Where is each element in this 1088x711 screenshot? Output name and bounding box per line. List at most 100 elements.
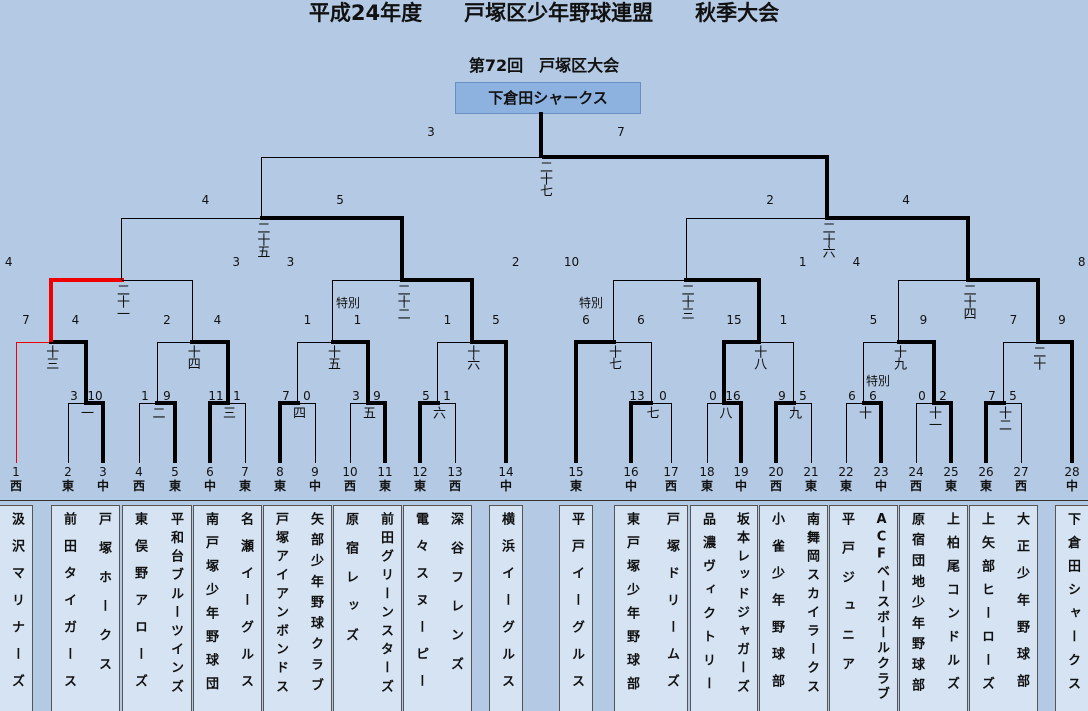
bracket-line: [898, 280, 899, 342]
bracket-line: [931, 342, 936, 403]
bracket-line: [966, 278, 1040, 282]
score-right: 5: [1009, 389, 1017, 403]
team-area: 東: [569, 479, 583, 493]
game-number-label: 七: [643, 406, 659, 418]
game-number-label: 十五: [325, 345, 340, 369]
score-right: 10: [87, 389, 103, 403]
bracket-line: [1020, 403, 1022, 463]
game-number-label: 一: [78, 406, 93, 418]
team-number: 15: [568, 465, 584, 479]
game-number-label: 十二: [996, 406, 1011, 430]
team-area: 東: [238, 479, 252, 493]
bracket-line: [437, 342, 438, 403]
team-name: 戸塚ホークス: [96, 512, 111, 686]
game-number-label: 九: [786, 406, 801, 418]
bracket-line: [83, 401, 105, 405]
score-left: 1: [443, 313, 452, 327]
bracket-line: [984, 403, 988, 463]
team-name: 上柏尾コンドルズ: [944, 512, 959, 700]
bracket-line: [916, 402, 934, 404]
score-right: 5: [799, 389, 807, 403]
bracket-line: [297, 342, 298, 403]
team-number: 4: [135, 465, 143, 479]
score-right: 0: [303, 389, 311, 403]
page-title: 平成24年度 戸塚区少年野球連盟 秋季大会: [308, 1, 780, 25]
game-number-label: 二十六: [819, 221, 835, 257]
bracket-line: [861, 401, 883, 405]
team-number: 24: [908, 465, 924, 479]
bracket-line: [469, 280, 474, 342]
score-right: 1: [353, 313, 362, 327]
bracket-line: [48, 340, 88, 344]
team-number: 1: [12, 465, 20, 479]
team-area: 東: [700, 479, 714, 493]
team-area: 西: [448, 479, 462, 493]
bracket-line: [863, 341, 899, 343]
bracket-line: [349, 403, 351, 463]
bracket-line: [1003, 342, 1004, 403]
game-number-label: 三: [220, 406, 235, 418]
team-number: 12: [412, 465, 428, 479]
team-group-box: [969, 505, 1038, 711]
bracket-line: [16, 341, 51, 343]
bracket-line: [706, 403, 708, 463]
bracket-line: [629, 401, 653, 405]
bracket-line: [121, 217, 262, 219]
bracket-line: [418, 403, 422, 463]
bracket-line: [297, 402, 315, 404]
score-right: 9: [163, 389, 171, 403]
bracket-line: [774, 403, 778, 463]
bracket-line: [418, 401, 440, 405]
team-area: 東: [413, 479, 427, 493]
team-name: 上矢部ヒーローズ: [979, 512, 994, 700]
team-name: 矢部少年野球クラブ: [308, 512, 323, 699]
bracket-line: [261, 156, 545, 158]
special-annotation: 特別: [335, 296, 361, 310]
team-name: 横浜イーグルス: [499, 512, 514, 701]
bracket-line: [629, 403, 633, 463]
bracket-line: [297, 341, 333, 343]
team-area: 西: [1014, 479, 1028, 493]
score-right: 1: [779, 313, 788, 327]
team-group-box: [193, 505, 262, 711]
team-number: 25: [943, 465, 959, 479]
team-group-box: [899, 505, 968, 711]
team-number: 7: [241, 465, 249, 479]
score-right: 4: [71, 313, 80, 327]
bracket-line: [613, 280, 614, 342]
bracket-line: [314, 403, 316, 463]
bracket-line: [846, 402, 864, 404]
bracket-line: [756, 280, 761, 342]
score-right: 16: [725, 389, 741, 403]
team-area: 西: [909, 479, 923, 493]
team-area: 西: [664, 479, 678, 493]
team-area: 東: [61, 479, 75, 493]
score-left: 7: [282, 389, 290, 403]
score-right: 1: [798, 255, 807, 269]
bracket-line: [984, 401, 1006, 405]
team-number: 14: [498, 465, 514, 479]
team-number: 19: [733, 465, 749, 479]
team-group-box: [263, 505, 332, 711]
bracket-line: [139, 402, 157, 404]
score-left: 7: [22, 313, 30, 327]
bracket-line: [574, 340, 616, 344]
score-right: 9: [919, 313, 928, 327]
score-right: 4: [902, 193, 910, 207]
team-number: 20: [768, 465, 784, 479]
bracket-line: [365, 342, 370, 403]
team-group-box: [51, 505, 120, 711]
team-area: 西: [769, 479, 783, 493]
team-area: 東: [378, 479, 392, 493]
bracket-line: [793, 402, 811, 404]
bracket-line: [278, 403, 282, 463]
team-name: 品濃ヴィクトリー: [700, 512, 715, 700]
score-right: 0: [659, 389, 667, 403]
score-left: 2: [766, 193, 774, 207]
score-left: 4: [852, 255, 861, 269]
game-number-label: 二十一: [114, 283, 129, 319]
team-group-box: [0, 505, 33, 711]
team-number: 21: [803, 465, 819, 479]
bracket-line: [332, 280, 333, 342]
bracket-line: [931, 401, 953, 405]
